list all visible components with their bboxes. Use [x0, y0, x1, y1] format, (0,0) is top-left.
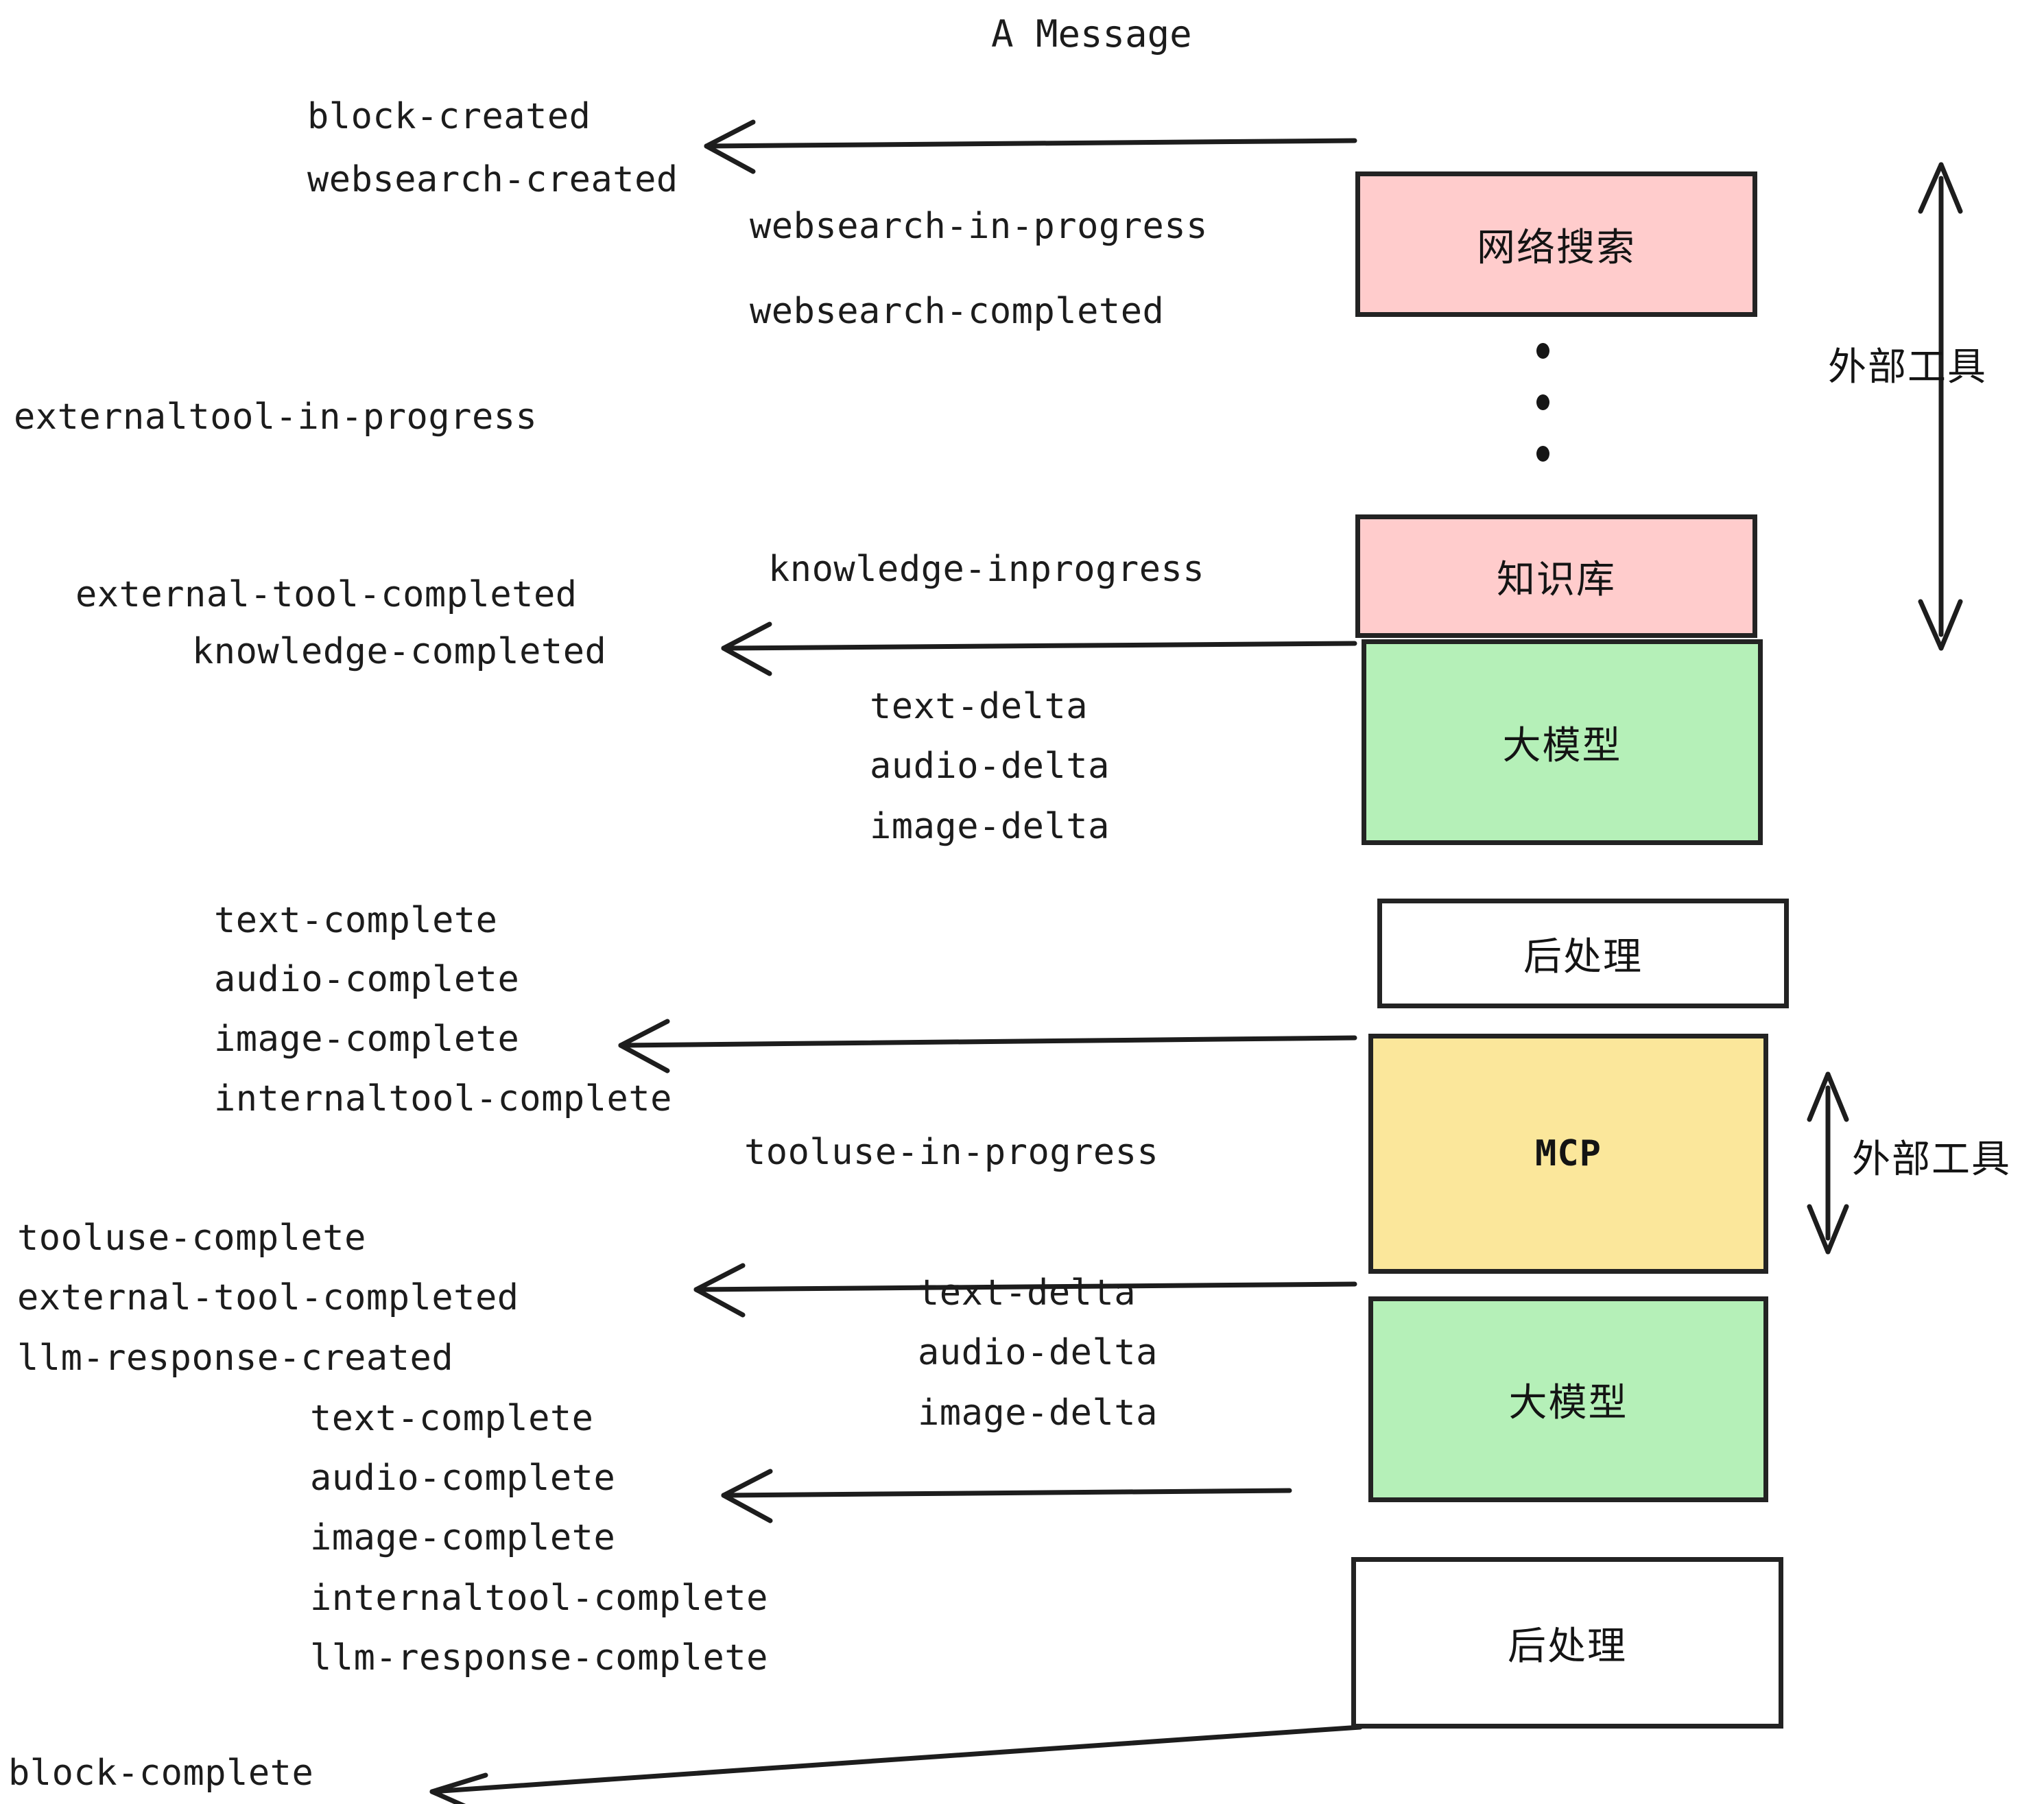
event-block-created: block-created: [307, 96, 591, 137]
node-postprocessing-1[interactable]: 后处理: [1377, 899, 1789, 1008]
event-internaltool-complete-2: internaltool-complete: [310, 1578, 768, 1619]
node-llm-2-label: 大模型: [1508, 1380, 1628, 1425]
ellipsis-dot-2: [1536, 394, 1549, 410]
ellipsis-dot-3: [1536, 446, 1549, 462]
event-audio-complete-1: audio-complete: [214, 959, 520, 1000]
event-knowledge-completed: knowledge-completed: [192, 631, 607, 672]
arrow-postproc1-to-image-complete: [618, 1035, 1357, 1048]
event-external-tool-completed-1: external-tool-completed: [75, 574, 578, 615]
event-llm-response-created: llm-response-created: [17, 1338, 454, 1379]
event-image-delta-1: image-delta: [870, 806, 1110, 847]
arrow-llm2-to-audio-complete: [721, 1488, 1292, 1498]
node-mcp[interactable]: MCP: [1368, 1034, 1768, 1274]
arrow-websearch-to-block-created: [704, 138, 1357, 149]
node-websearch-label: 网络搜索: [1477, 225, 1636, 270]
event-block-complete: block-complete: [8, 1753, 314, 1794]
event-audio-delta-2: audio-delta: [918, 1332, 1158, 1373]
event-websearch-in-progress: websearch-in-progress: [750, 206, 1208, 247]
event-audio-complete-2: audio-complete: [310, 1458, 616, 1499]
event-tooluse-in-progress: tooluse-in-progress: [744, 1132, 1159, 1173]
event-image-complete-2: image-complete: [310, 1517, 616, 1558]
node-postprocessing-1-label: 后处理: [1523, 934, 1643, 980]
arrow-postproc2-to-block-complete: [429, 1724, 1363, 1794]
event-image-delta-2: image-delta: [918, 1392, 1158, 1434]
event-audio-delta-1: audio-delta: [870, 746, 1110, 787]
node-knowledge[interactable]: 知识库: [1355, 514, 1757, 638]
event-knowledge-inprogress: knowledge-inprogress: [768, 549, 1205, 590]
event-llm-response-complete: llm-response-complete: [310, 1637, 768, 1678]
event-text-delta-1: text-delta: [870, 686, 1089, 727]
event-websearch-created: websearch-created: [307, 159, 678, 200]
node-knowledge-label: 知识库: [1497, 557, 1616, 602]
group-label-external-tools-top: 外部工具: [1828, 345, 1987, 390]
node-llm-2[interactable]: 大模型: [1368, 1296, 1768, 1502]
node-llm-1-label: 大模型: [1502, 723, 1622, 768]
group-label-external-tools-bottom: 外部工具: [1852, 1137, 2011, 1182]
diagram-title: A Message: [991, 12, 1192, 56]
node-postprocessing-2[interactable]: 后处理: [1351, 1557, 1783, 1729]
event-internaltool-complete-1: internaltool-complete: [214, 1078, 672, 1119]
event-text-complete-2: text-complete: [310, 1398, 594, 1439]
event-tooluse-complete: tooluse-complete: [17, 1218, 366, 1259]
node-postprocessing-2-label: 后处理: [1508, 1624, 1627, 1669]
event-text-complete-1: text-complete: [214, 900, 498, 941]
ellipsis-dot-1: [1536, 343, 1549, 359]
event-image-complete-1: image-complete: [214, 1019, 520, 1060]
event-websearch-completed: websearch-completed: [750, 291, 1165, 332]
node-websearch[interactable]: 网络搜索: [1355, 171, 1757, 317]
node-llm-1[interactable]: 大模型: [1362, 639, 1763, 845]
event-external-tool-completed-2: external-tool-completed: [17, 1277, 519, 1318]
arrow-knowledge-to-completed: [721, 641, 1357, 651]
event-externaltool-in-progress: externaltool-in-progress: [14, 396, 538, 438]
event-text-delta-2: text-delta: [918, 1272, 1137, 1314]
node-mcp-label: MCP: [1535, 1133, 1602, 1174]
